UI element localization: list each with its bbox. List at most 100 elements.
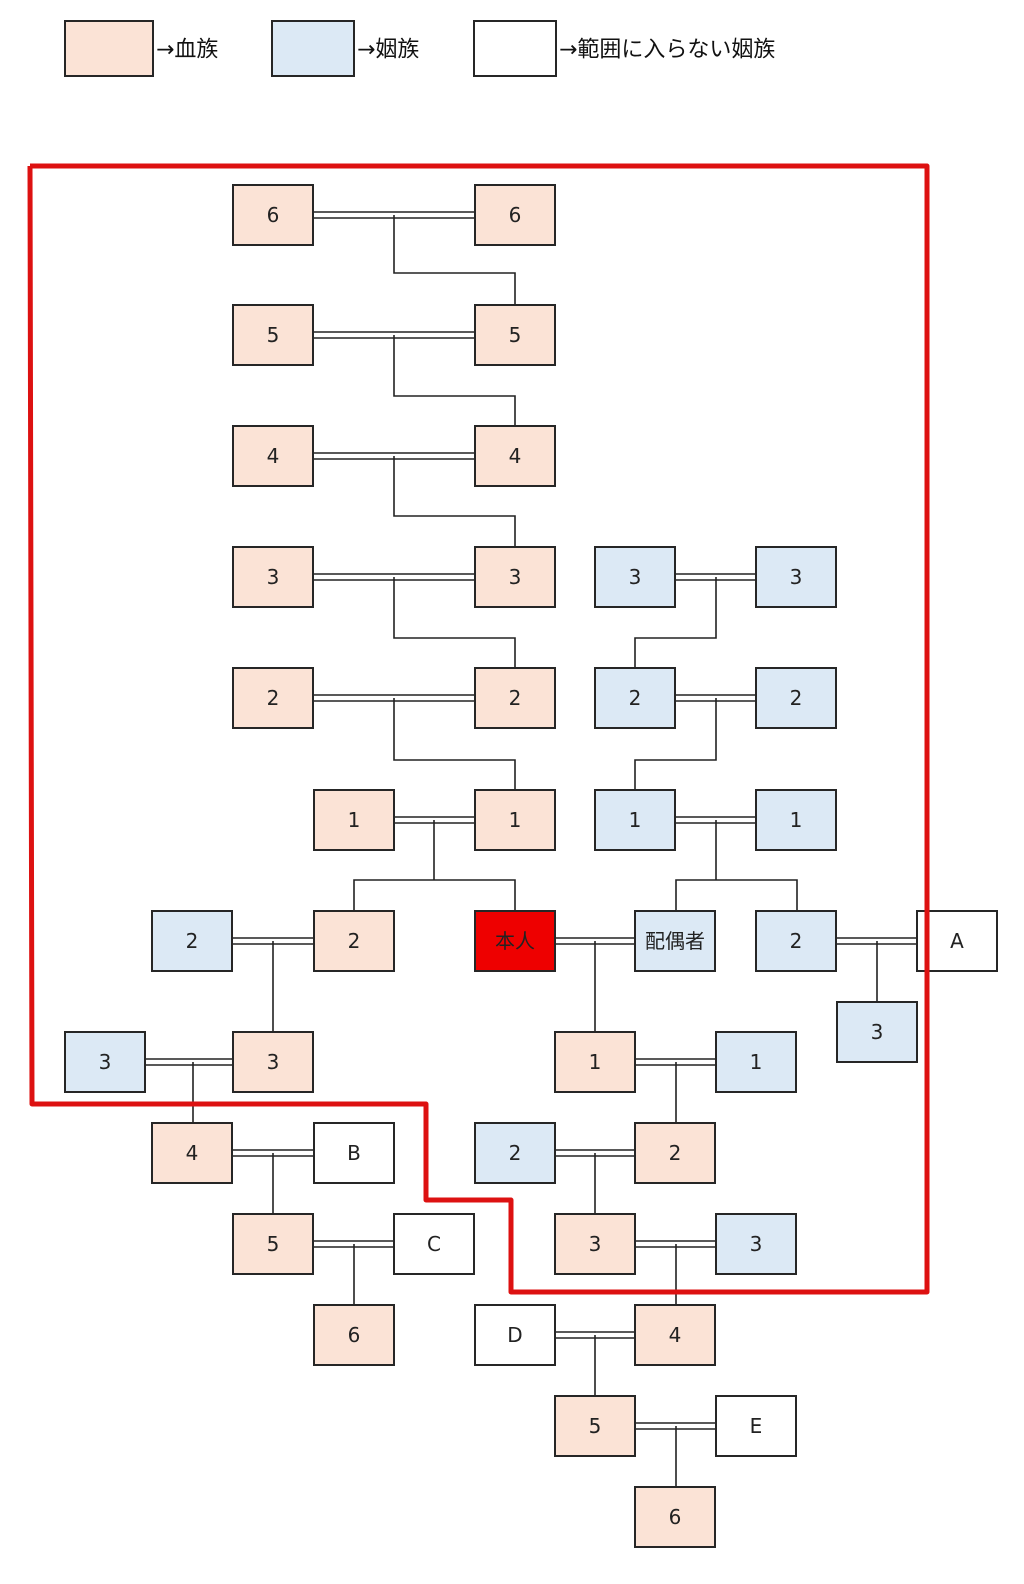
- relative-label: 4: [267, 444, 280, 468]
- relative-label: 6: [509, 203, 522, 227]
- relative-box-spsibc: 3: [836, 1001, 918, 1063]
- relative-label: 6: [267, 203, 280, 227]
- descent-line: [634, 698, 717, 790]
- relative-box-E: E: [715, 1395, 797, 1457]
- relative-label: 5: [589, 1414, 602, 1438]
- relative-label: B: [347, 1141, 361, 1165]
- relative-box-g3b: 3: [474, 546, 556, 608]
- relative-label: 2: [348, 929, 361, 953]
- relative-box-gn4: 4: [151, 1122, 233, 1184]
- relative-box-sp1a: 1: [594, 789, 676, 851]
- relative-box-sibsp: 2: [151, 910, 233, 972]
- descent-line: [393, 335, 516, 426]
- relative-box-g6a: 6: [232, 184, 314, 246]
- relative-box-sp3b: 3: [755, 546, 837, 608]
- relative-box-sp1b: 1: [755, 789, 837, 851]
- relative-label: 6: [669, 1505, 682, 1529]
- relative-label: 3: [509, 565, 522, 589]
- relative-box-c1sp: 1: [715, 1031, 797, 1093]
- relative-label: 1: [589, 1050, 602, 1074]
- relative-box-g2b: 2: [474, 667, 556, 729]
- relative-box-sp2b: 2: [755, 667, 837, 729]
- relative-label: 2: [267, 686, 280, 710]
- relative-box-g4b: 4: [474, 425, 556, 487]
- legend: →血族 →姻族 →範囲に入らない姻族: [64, 20, 775, 77]
- relative-box-nep: 3: [232, 1031, 314, 1093]
- relative-label: 3: [750, 1232, 763, 1256]
- descent-line: [393, 698, 516, 790]
- descent-line: [353, 879, 516, 911]
- relative-box-sp3a: 3: [594, 546, 676, 608]
- relative-label: 4: [186, 1141, 199, 1165]
- relative-label: 1: [509, 808, 522, 832]
- relative-label: 2: [790, 686, 803, 710]
- legend-swatch-blood: [64, 20, 154, 77]
- relative-box-c5: 5: [554, 1395, 636, 1457]
- legend-swatch-outside: [473, 20, 557, 77]
- relative-box-c3: 3: [554, 1213, 636, 1275]
- relative-label: 3: [267, 565, 280, 589]
- legend-label-blood: →血族: [156, 38, 218, 63]
- relative-box-spouse: 配偶者: [634, 910, 716, 972]
- connector-lines: [145, 211, 917, 1487]
- relative-label: 4: [509, 444, 522, 468]
- relative-box-c2: 2: [634, 1122, 716, 1184]
- relative-label: 本人: [495, 929, 535, 953]
- relative-box-c6: 6: [634, 1486, 716, 1548]
- relative-label: 2: [790, 929, 803, 953]
- legend-label-outside: →範囲に入らない姻族: [559, 38, 775, 63]
- relative-label: 3: [629, 565, 642, 589]
- relative-box-c3sp: 3: [715, 1213, 797, 1275]
- descent-line: [634, 577, 717, 668]
- legend-swatch-inlaw: [271, 20, 355, 77]
- relative-box-c1: 1: [554, 1031, 636, 1093]
- relative-label: 5: [267, 1232, 280, 1256]
- relative-box-spsib: 2: [755, 910, 837, 972]
- relative-box-g5a: 5: [232, 304, 314, 366]
- relative-box-nepsp: 3: [64, 1031, 146, 1093]
- relative-label: C: [427, 1232, 441, 1256]
- descent-line: [393, 215, 516, 305]
- relative-label: 3: [589, 1232, 602, 1256]
- kinship-range-outline: [27, 163, 930, 1295]
- relative-label: 3: [871, 1020, 884, 1044]
- relative-box-self: 本人: [474, 910, 556, 972]
- relative-box-sp2a: 2: [594, 667, 676, 729]
- relative-label: 3: [267, 1050, 280, 1074]
- relative-box-sib: 2: [313, 910, 395, 972]
- legend-label-inlaw: →姻族: [357, 38, 419, 63]
- relative-label: E: [750, 1414, 763, 1438]
- relative-box-g6b: 6: [474, 184, 556, 246]
- relative-box-p1b: 1: [474, 789, 556, 851]
- relative-box-D: D: [474, 1304, 556, 1366]
- relative-label: 2: [509, 686, 522, 710]
- relative-box-gn6: 6: [313, 1304, 395, 1366]
- relative-box-g4a: 4: [232, 425, 314, 487]
- relative-label: 1: [629, 808, 642, 832]
- relative-label: 3: [99, 1050, 112, 1074]
- relative-box-g3a: 3: [232, 546, 314, 608]
- relative-label: 1: [348, 808, 361, 832]
- relative-box-c2sp: 2: [474, 1122, 556, 1184]
- relative-box-C: C: [393, 1213, 475, 1275]
- relative-label: 1: [790, 808, 803, 832]
- relative-label: 4: [669, 1323, 682, 1347]
- relative-label: 5: [509, 323, 522, 347]
- relative-label: D: [507, 1323, 522, 1347]
- relative-box-B: B: [313, 1122, 395, 1184]
- relative-label: 配偶者: [645, 929, 705, 953]
- relative-box-g5b: 5: [474, 304, 556, 366]
- descent-line: [675, 879, 798, 911]
- relative-label: 6: [348, 1323, 361, 1347]
- relative-box-gn5: 5: [232, 1213, 314, 1275]
- relative-label: 2: [509, 1141, 522, 1165]
- relative-label: A: [950, 929, 964, 953]
- relative-label: 2: [629, 686, 642, 710]
- descent-line: [393, 577, 516, 668]
- relative-box-c4: 4: [634, 1304, 716, 1366]
- descent-line: [393, 456, 516, 547]
- relative-label: 2: [669, 1141, 682, 1165]
- kinship-range-border: [27, 163, 930, 1295]
